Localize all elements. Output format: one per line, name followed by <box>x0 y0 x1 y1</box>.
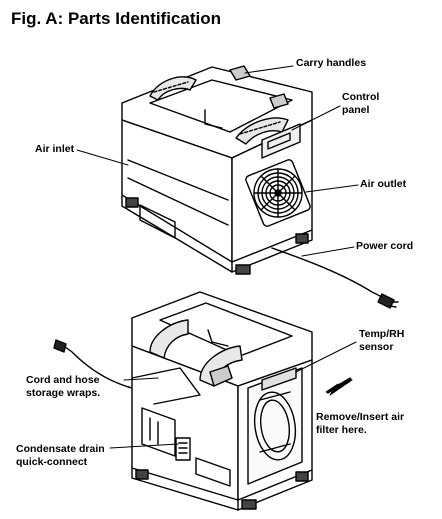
bottom-unit-filter-panel <box>248 368 302 484</box>
label-carry-handles: Carry handles <box>296 57 366 70</box>
label-temp-rh-sensor: Temp/RH sensor <box>359 328 404 354</box>
label-remove-filter-line2: filter here. <box>316 424 367 436</box>
label-cord-hose-line2: storage wraps. <box>26 387 101 399</box>
top-unit-drawing <box>122 66 398 308</box>
leader-air-inlet <box>77 150 128 165</box>
leader-temp-rh <box>296 342 356 372</box>
bottom-unit-handle-left <box>150 320 188 358</box>
stored-cord <box>64 346 132 388</box>
label-control-panel-line2: panel <box>342 104 370 116</box>
label-remove-filter-line1: Remove/Insert air <box>316 411 405 423</box>
leader-carry-handles <box>245 66 293 73</box>
bottom-unit-drawing <box>54 292 312 510</box>
top-unit-control-panel <box>262 124 300 158</box>
leader-cord-hose <box>124 378 158 380</box>
label-carry-handles-text: Carry handles <box>296 57 367 69</box>
figure-title: Fig. A: Parts Identification <box>11 9 221 28</box>
label-drain-line1: Condensate drain <box>16 443 105 455</box>
filter-arrow <box>326 380 352 395</box>
leader-drain <box>110 444 178 448</box>
label-air-inlet-text: Air inlet <box>35 143 75 155</box>
stored-plug <box>54 340 66 352</box>
label-air-outlet: Air outlet <box>360 178 406 191</box>
storage-wrap-band <box>132 368 200 404</box>
label-cord-hose-wraps: Cord and hose storage wraps. <box>26 374 100 400</box>
label-power-cord-text: Power cord <box>356 240 414 252</box>
label-control-panel-line1: Control <box>342 91 380 103</box>
label-air-outlet-text: Air outlet <box>360 178 407 190</box>
leader-power-cord <box>302 247 354 256</box>
label-temp-rh-line2: sensor <box>359 341 394 353</box>
label-temp-rh-line1: Temp/RH <box>359 328 405 340</box>
leader-control-panel <box>292 106 340 130</box>
temp-rh-sensor <box>262 368 296 390</box>
top-unit-fan-grille <box>245 159 312 228</box>
label-drain-line2: quick-connect <box>16 456 88 468</box>
label-air-inlet: Air inlet <box>35 143 74 156</box>
top-unit-power-cord <box>272 248 384 298</box>
label-power-cord: Power cord <box>356 240 413 253</box>
label-remove-insert-filter: Remove/Insert air filter here. <box>316 411 404 437</box>
label-cord-hose-line1: Cord and hose <box>26 374 100 386</box>
label-control-panel: Control panel <box>342 91 379 117</box>
label-condensate-drain: Condensate drain quick-connect <box>16 443 105 469</box>
leader-lines <box>77 66 358 448</box>
power-plug <box>378 294 394 308</box>
condensate-drain-quick-connect <box>176 438 190 460</box>
leader-air-outlet <box>306 185 358 192</box>
